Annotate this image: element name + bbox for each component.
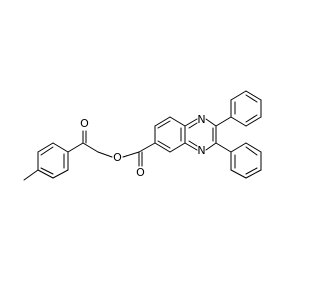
ketone-oxygen-label: O: [80, 117, 89, 130]
structure-canvas: O O O N N: [23, 90, 262, 181]
linker-chain: [67, 130, 156, 167]
nitrogen-n1-label: N: [197, 113, 205, 126]
carbonyl-oxygen-label: O: [136, 166, 145, 179]
bond-layer: [23, 90, 262, 181]
molecule-diagram: O O O N N: [23, 90, 262, 181]
ester-oxygen-label: O: [113, 151, 122, 164]
atom-label-layer: O O O N N: [80, 113, 205, 179]
lower-phenyl-ring: [215, 142, 262, 179]
upper-phenyl-ring: [215, 90, 262, 127]
tolyl-ring: [23, 142, 69, 181]
pyrazine-ring: [184, 118, 217, 151]
nitrogen-n4-label: N: [197, 144, 205, 157]
benzo-ring: [154, 116, 186, 153]
